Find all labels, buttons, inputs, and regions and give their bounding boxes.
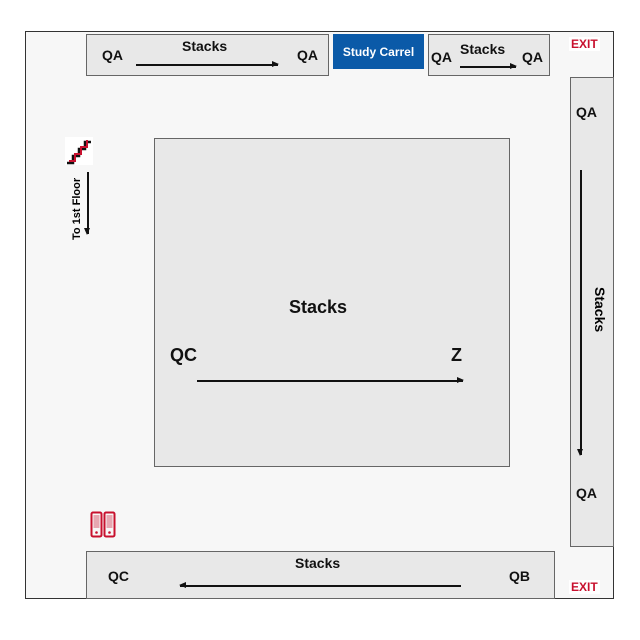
stairs-down-arrow <box>84 172 90 235</box>
exit-bottom-sign: EXIT <box>569 580 600 594</box>
stacks-top-right-end: QA <box>522 49 543 65</box>
stacks-center-title: Stacks <box>289 297 348 317</box>
stacks-bottom-end: QC <box>108 568 129 584</box>
stacks-bottom <box>86 551 555 599</box>
stacks-top-left-title: Stacks <box>182 38 228 54</box>
stacks-center-arrow <box>197 377 464 383</box>
stacks-top-right-arrow <box>460 63 517 69</box>
stacks-top-left-arrow <box>136 61 279 67</box>
stacks-top-left-end: QA <box>297 47 318 63</box>
stacks-top-right-start: QA <box>431 49 452 65</box>
stacks-bottom-start: QB <box>509 568 530 584</box>
stacks-bottom-title: Stacks <box>295 555 341 571</box>
stacks-top-right-title: Stacks <box>460 41 506 57</box>
phone-icon <box>90 511 116 539</box>
stacks-top-right <box>428 34 550 76</box>
stacks-right-arrow <box>577 170 583 456</box>
study-carrel: Study Carrel <box>333 34 424 69</box>
stacks-center-start: QC <box>170 345 197 365</box>
stacks-center-end: Z <box>451 345 462 365</box>
stacks-center <box>154 138 510 467</box>
stacks-right <box>570 77 614 547</box>
stairs-icon <box>65 137 93 165</box>
stacks-right-end: QA <box>576 485 597 501</box>
stacks-right-start: QA <box>576 104 597 120</box>
exit-top-sign: EXIT <box>569 37 600 51</box>
stairs-label: To 1st Floor <box>71 177 83 240</box>
stacks-top-left <box>86 34 329 76</box>
stacks-top-left-start: QA <box>102 47 123 63</box>
stacks-bottom-arrow <box>179 582 461 588</box>
stacks-right-title: Stacks <box>592 287 608 333</box>
